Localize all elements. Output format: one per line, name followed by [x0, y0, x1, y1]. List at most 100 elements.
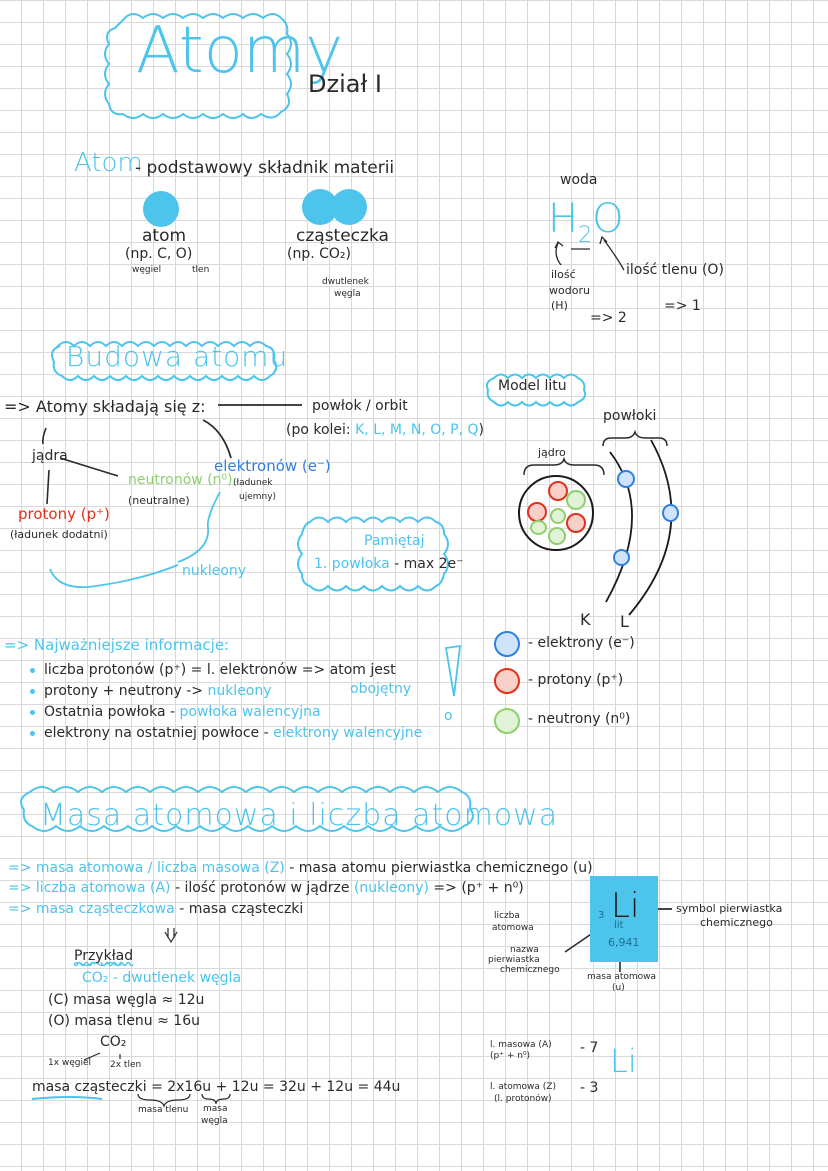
example-brace-oxygen: masa tlenu — [138, 1105, 189, 1115]
shell-order-suffix: ) — [478, 422, 484, 438]
example-calc-label: masa cząsteczki — [32, 1079, 147, 1095]
atom-example: (np. C, O) — [125, 246, 193, 262]
water-formula-o: O — [592, 196, 624, 242]
neutron-icon — [566, 490, 586, 510]
neutrons-note: (neutralne) — [128, 494, 190, 507]
page-title: Atomy — [136, 14, 344, 88]
water-formula-sub: 2 — [578, 223, 593, 248]
electrons-note-line2: ujemny) — [239, 492, 277, 502]
water-h-count: => 2 — [590, 310, 627, 326]
element-symbol: Li — [611, 886, 640, 926]
example-compound: CO₂ - dwutlenek węgla — [82, 970, 242, 986]
water-h-note-line3: (H) — [551, 299, 568, 312]
model-title: Model litu — [498, 378, 567, 394]
nucleons-label: nukleony — [182, 563, 247, 579]
label-symbol-line2: chemicznego — [700, 916, 773, 929]
label-name-line1: nazwa — [510, 945, 539, 955]
model-shells-label: powłoki — [603, 408, 657, 424]
example-carbon-count: 1x węgiel — [48, 1058, 92, 1068]
electrons-note-line1: (ładunek — [233, 478, 273, 488]
model-nucleus-label: jądro — [538, 446, 566, 459]
example-formula: CO₂ — [100, 1034, 127, 1050]
element-mass: 6,941 — [608, 936, 640, 949]
example-oxygen-mass: (O) masa tlenu ≈ 16u — [48, 1013, 200, 1029]
example-oxygen-count: 2x tlen — [110, 1060, 142, 1070]
water-formula-h: H — [548, 196, 579, 242]
example-heading: Przykład — [74, 948, 134, 964]
atom-definition: - podstawowy składnik materii — [135, 158, 395, 178]
molecule-note-line2: węgla — [334, 289, 361, 299]
remember-note: 1. powłoka - max 2e⁻ — [314, 556, 464, 572]
shell-orbit-label: powłok / orbit — [312, 398, 408, 414]
li-mass-value: - 7 — [580, 1040, 599, 1056]
section-title-structure: Budowa atomu — [66, 340, 289, 373]
key-info-item: liczba protonów (p⁺) = l. elektronów => … — [30, 660, 422, 681]
shell-order: (po kolei: K, L, M, N, O, P, Q) — [286, 422, 484, 438]
shell-order-prefix: (po kolei: — [286, 422, 351, 438]
legend-neutron-label: - neutrony (n⁰) — [528, 711, 631, 727]
electron-icon — [662, 504, 679, 522]
protons-label: protony (p⁺) — [18, 505, 110, 523]
label-atomic-number-line1: liczba — [494, 911, 520, 921]
water-label: woda — [560, 172, 598, 188]
element-name: lit — [614, 920, 624, 931]
proton-icon — [566, 513, 586, 533]
molecule-atom-right-icon — [331, 189, 367, 225]
li-atomic-value: - 3 — [580, 1080, 599, 1096]
atom-term: Atom — [74, 148, 143, 178]
legend-proton-icon — [494, 668, 520, 694]
water-o-count: => 1 — [664, 298, 701, 314]
key-info-item: elektrony na ostatniej powłoce - elektro… — [30, 723, 422, 744]
exclamation-dot-icon: o — [444, 708, 453, 724]
def-molecular-mass: => masa cząsteczkowa - masa cząsteczki — [8, 901, 304, 917]
shell-k-label: K — [580, 610, 591, 629]
proton-icon — [548, 481, 568, 501]
key-info-item: Ostatnia powłoka - powłoka walencyjna — [30, 702, 422, 723]
water-h-note-line1: ilość — [551, 268, 576, 281]
label-atomic-number-line2: atomowa — [492, 923, 534, 933]
remember-shell: 1. powłoka — [314, 556, 390, 572]
label-name-line3: chemicznego — [500, 965, 560, 975]
electron-icon — [613, 549, 630, 566]
atom-icon — [143, 191, 179, 227]
legend-neutron-icon — [494, 708, 520, 734]
label-symbol-line1: symbol pierwiastka — [676, 902, 783, 915]
example-calc-expression: = 2x16u + 12u = 32u + 12u = 44u — [151, 1079, 401, 1095]
protons-note: (ładunek dodatni) — [10, 528, 108, 541]
li-atomic-label-line1: l. atomowa (Z) — [490, 1082, 556, 1092]
shell-order-letters: K, L, M, N, O, P, Q — [355, 422, 479, 438]
li-summary-symbol: Li — [610, 1042, 637, 1080]
neutron-icon — [530, 520, 547, 535]
neutron-icon — [548, 527, 566, 545]
example-calc: masa cząsteczki = 2x16u + 12u = 32u + 12… — [32, 1079, 400, 1095]
water-h-note-line2: wodoru — [549, 284, 590, 297]
key-info-list: liczba protonów (p⁺) = l. elektronów => … — [30, 660, 422, 744]
neutrons-label: neutronów (n⁰) — [128, 472, 233, 488]
atom-carbon-note: węgiel — [132, 265, 162, 275]
neutron-icon — [550, 508, 566, 524]
legend-proton-label: - protony (p⁺) — [528, 672, 624, 688]
label-mass-line2: (u) — [612, 983, 625, 993]
page-subtitle: Dział I — [308, 70, 382, 98]
atom-label: atom — [142, 226, 187, 246]
label-mass-line1: masa atomowa — [587, 972, 657, 982]
atom-oxygen-note: tlen — [192, 265, 210, 275]
water-o-note: ilość tlenu (O) — [626, 262, 724, 278]
key-info-neutral: obojętny — [350, 681, 412, 697]
li-mass-label-line1: l. masowa (A) — [490, 1040, 552, 1050]
def-atomic-number: => liczba atomowa (A) - ilość protonów w… — [8, 880, 524, 896]
element-number: 3 — [598, 910, 605, 921]
water-formula: H2O — [548, 196, 624, 248]
remember-title: Pamiętaj — [364, 533, 425, 549]
example-carbon-mass: (C) masa węgla ≈ 12u — [48, 992, 205, 1008]
electrons-label: elektronów (e⁻) — [214, 457, 331, 475]
section-title-mass: Masa atomowa i liczba atomowa — [40, 798, 559, 833]
legend-electron-icon — [494, 631, 520, 657]
proton-icon — [527, 502, 547, 522]
molecule-example: (np. CO₂) — [287, 246, 351, 262]
electron-icon — [617, 470, 635, 488]
molecule-label: cząsteczka — [296, 226, 389, 246]
element-card-lithium: Li 3 lit 6,941 — [590, 876, 658, 962]
li-mass-label-line2: (p⁺ + n⁰) — [490, 1051, 531, 1061]
nucleus-label: jądra — [32, 448, 68, 464]
